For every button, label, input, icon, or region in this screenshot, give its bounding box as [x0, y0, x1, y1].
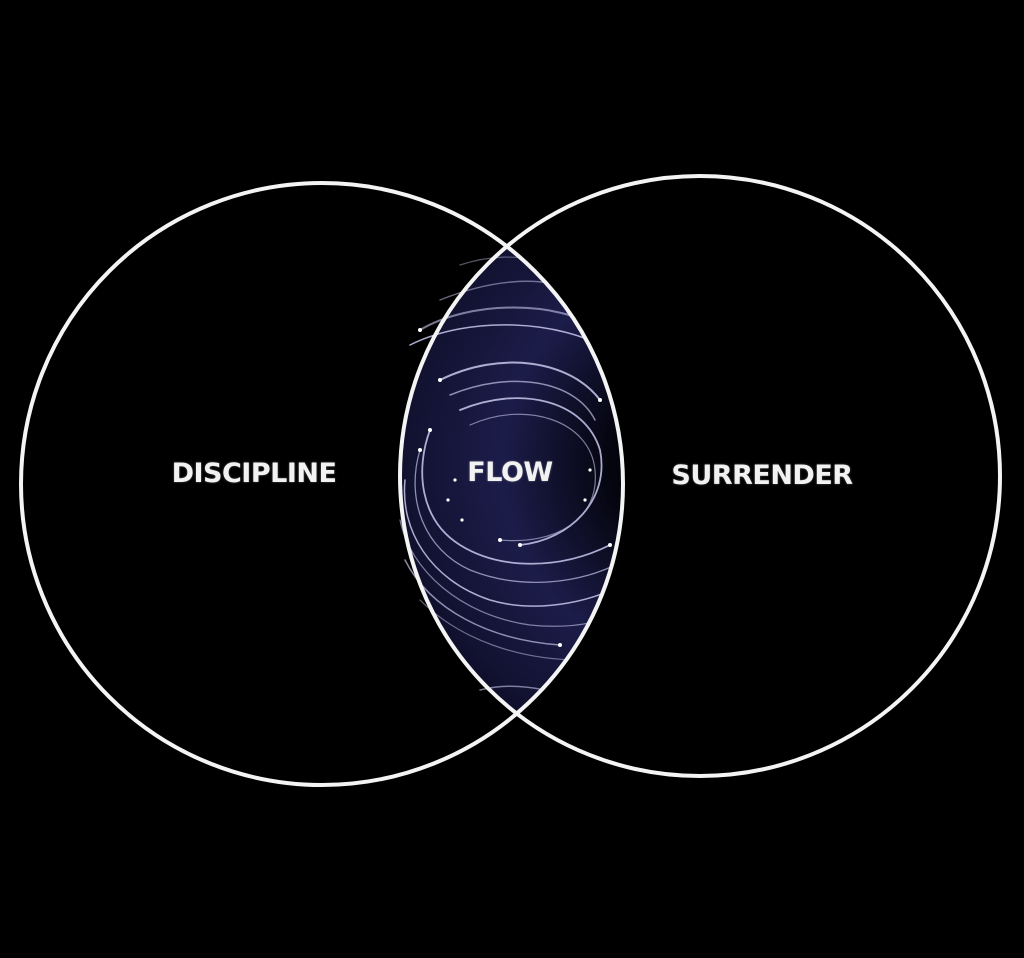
discipline-label: DISCIPLINE [171, 458, 337, 489]
surrender-label: SURRENDER [671, 460, 853, 491]
surrender-circle [398, 174, 1002, 778]
flow-label: FLOW [467, 457, 553, 488]
discipline-circle [19, 181, 625, 787]
